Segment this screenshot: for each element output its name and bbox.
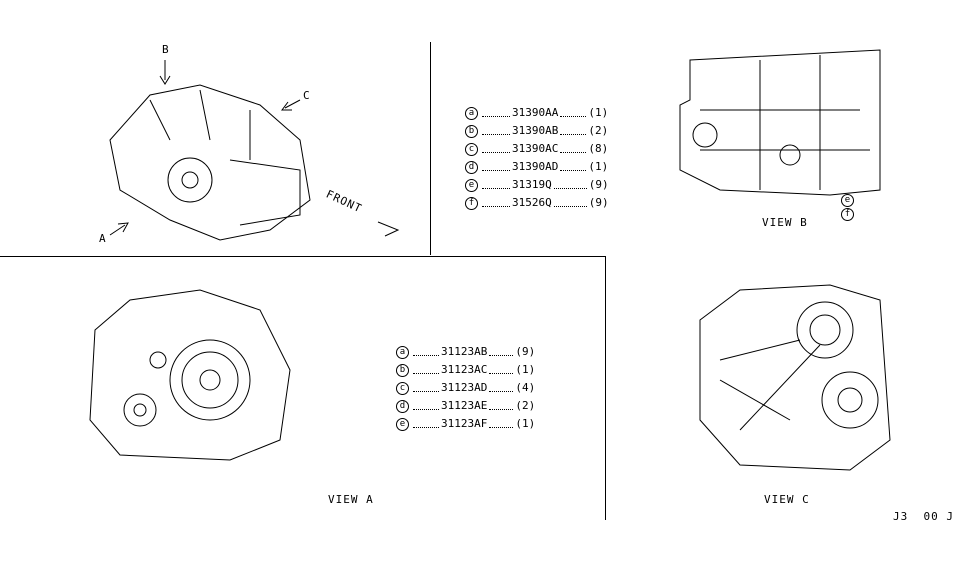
leader-dots (489, 385, 514, 392)
part-qty: (4) (515, 381, 536, 394)
callout-key: e (396, 417, 409, 431)
part-row: c 31390AC (8) (465, 140, 609, 158)
arrow-label-b: B (162, 43, 170, 56)
part-number: 31123AE (441, 399, 488, 412)
view-b-parts-legend: a 31390AA (1) b 31390AB (2) c 31390AC (8) d 313… (465, 104, 609, 212)
leader-dots (560, 110, 587, 117)
view-b-title: VIEW B (762, 216, 808, 229)
leader-dots (482, 128, 510, 135)
leader-dots (560, 128, 587, 135)
part-row: b 31390AB (2) (465, 122, 609, 140)
part-qty: (9) (588, 196, 609, 209)
leader-dots (482, 200, 510, 207)
transmission-overview-drawing (109, 60, 400, 241)
callout-key: c (465, 142, 478, 156)
view-a-title: VIEW A (328, 493, 374, 506)
leader-dots (489, 349, 514, 356)
leader-dots (413, 367, 439, 374)
part-qty: (2) (588, 124, 609, 137)
leader-dots (489, 367, 514, 374)
callout-key: b (465, 124, 478, 138)
part-qty: (9) (515, 345, 536, 358)
part-qty: (9) (588, 178, 609, 191)
arrow-label-a: A (99, 232, 107, 245)
diagram-code: J3 00 J (893, 510, 954, 523)
part-row: c 31123AD (4) (396, 379, 535, 397)
view-a-parts-legend: a 31123AB (9) b 31123AC (1) c 31123AD (4) d 311… (396, 343, 535, 433)
arrow-b-icon (159, 60, 171, 85)
part-number: 31123AC (441, 363, 488, 376)
view-b-drawing (679, 49, 881, 196)
part-number: 31390AA (512, 106, 559, 119)
leader-dots (482, 110, 510, 117)
part-row: a 31390AA (1) (465, 104, 609, 122)
part-qty: (8) (588, 142, 609, 155)
leader-dots (560, 146, 587, 153)
part-qty: (1) (515, 363, 536, 376)
view-c-title: VIEW C (764, 493, 810, 506)
callout-key: d (465, 160, 478, 174)
part-number: 31123AD (441, 381, 488, 394)
part-row: b 31123AC (1) (396, 361, 535, 379)
leader-dots (413, 349, 439, 356)
leader-dots (482, 146, 510, 153)
callout-key: b (396, 363, 409, 377)
part-row: d 31123AE (2) (396, 397, 535, 415)
leader-dots (413, 385, 439, 392)
part-qty: (2) (515, 399, 536, 412)
part-row: f 31526Q (9) (465, 194, 609, 212)
part-qty: (1) (515, 417, 536, 430)
part-row: d 31390AD (1) (465, 158, 609, 176)
divider-vertical-top (430, 42, 431, 255)
part-qty: (1) (588, 160, 609, 173)
part-number: 31390AB (512, 124, 559, 137)
part-number: 31123AF (441, 417, 488, 430)
leader-dots (553, 182, 587, 189)
callout-key: e (465, 178, 478, 192)
leader-dots (413, 421, 439, 428)
leader-dots (413, 403, 439, 410)
leader-dots (482, 182, 510, 189)
divider-horizontal (0, 256, 605, 257)
part-number: 31123AB (441, 345, 488, 358)
front-arrow-icon (377, 221, 400, 237)
callout-key: d (396, 399, 409, 413)
part-number: 31319Q (512, 178, 552, 191)
part-number: 31526Q (512, 196, 552, 209)
callout-key: a (396, 345, 409, 359)
callout-key: c (396, 381, 409, 395)
part-qty: (1) (588, 106, 609, 119)
part-row: a 31123AB (9) (396, 343, 535, 361)
view-c-drawing (699, 284, 891, 471)
leader-dots (489, 403, 514, 410)
callout-f: f (841, 208, 854, 221)
leader-dots (560, 164, 587, 171)
leader-dots (553, 200, 587, 207)
leader-dots (482, 164, 510, 171)
part-row: e 31123AF (1) (396, 415, 535, 433)
callout-e: e (841, 194, 854, 207)
arrow-a-icon (109, 222, 129, 236)
leader-dots (489, 421, 514, 428)
callout-key: f (465, 196, 478, 210)
view-a-drawing (89, 289, 291, 461)
arrow-label-c: C (303, 89, 311, 102)
part-number: 31390AD (512, 160, 559, 173)
part-row: e 31319Q (9) (465, 176, 609, 194)
arrow-c-icon (281, 99, 301, 111)
callout-key: a (465, 106, 478, 120)
divider-vertical-bottom (605, 256, 606, 520)
part-number: 31390AC (512, 142, 559, 155)
